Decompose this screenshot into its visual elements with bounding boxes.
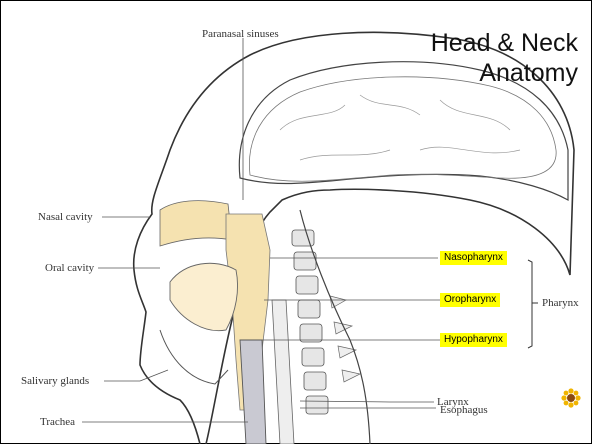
jaw-outline [160, 330, 228, 384]
label-nasal-cavity: Nasal cavity [38, 211, 93, 223]
slide-title: Head & Neck Anatomy [431, 28, 578, 88]
highlight-hypopharynx: Hypopharynx [440, 333, 507, 347]
highlight-oropharynx: Oropharynx [440, 293, 500, 307]
nasal-cavity-region [160, 201, 232, 246]
label-esophagus: Esophagus [440, 404, 488, 416]
label-paranasal-sinuses: Paranasal sinuses [202, 28, 279, 40]
tongue [170, 263, 238, 330]
pharynx-bracket [528, 260, 532, 348]
label-oral-cavity: Oral cavity [45, 262, 94, 274]
esophagus-tube [272, 300, 294, 444]
label-salivary-glands: Salivary glands [21, 375, 89, 387]
label-pharynx: Pharynx [542, 297, 579, 309]
trachea-tube [240, 340, 266, 444]
sun-flower-icon [561, 388, 581, 408]
title-line-1: Head & Neck [431, 28, 578, 58]
spinous-processes [330, 296, 360, 382]
brain-gyri [280, 95, 520, 160]
highlight-nasopharynx: Nasopharynx [440, 251, 507, 265]
label-trachea: Trachea [40, 416, 75, 428]
title-line-2: Anatomy [431, 58, 578, 88]
brain-outline [249, 77, 556, 181]
